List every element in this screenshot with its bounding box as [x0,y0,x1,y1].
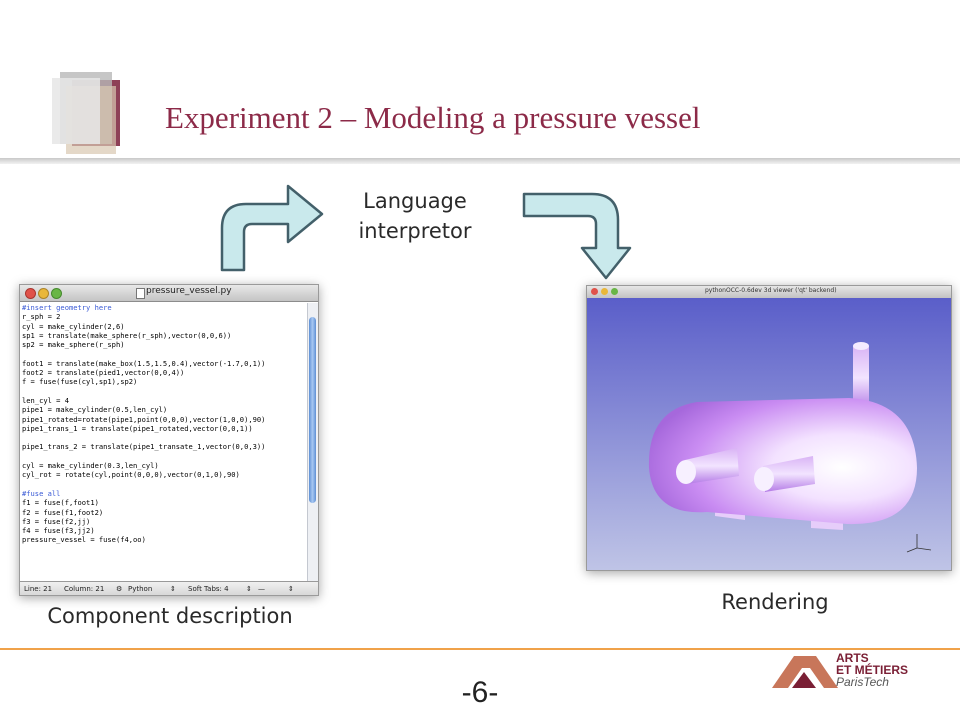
code-line: r_sph = 2 [22,312,61,322]
editor-statusbar: Line: 21 Column: 21 ⚙ Python ⇕ Soft Tabs… [20,581,318,595]
page-number: -6- [461,676,499,709]
3d-render-viewport[interactable] [587,298,951,570]
code-line: f = fuse(fuse(cyl,sp1),sp2) [22,377,138,387]
code-line: foot2 = translate(pied1,vector(0,0,4)) [22,368,185,378]
language-selector[interactable]: Python [128,585,153,593]
close-icon[interactable] [25,288,36,299]
code-line: cyl_rot = rotate(cyl,point(0,0,0),vector… [22,470,240,480]
code-line: pipe1_rotated=rotate(pipe1,point(0,0,0),… [22,414,266,424]
vessel-side-pipe-right [763,456,815,492]
minimize-icon[interactable] [38,288,49,299]
rendering-label: Rendering [721,590,829,614]
soft-tabs-selector[interactable]: Soft Tabs: 4 [188,585,229,593]
code-line: pipe1_trans_1 = translate(pipe1_rotated,… [22,423,253,433]
interpreter-label-line1: Language [363,189,467,213]
footer-divider [0,648,960,650]
code-line: f4 = fuse(f3,jj2) [22,526,95,536]
code-line: foot1 = translate(make_box(1.5,1.5,0.4),… [22,358,266,368]
code-line [22,433,306,442]
symbol-selector[interactable]: — [258,585,265,593]
viewer-window-title: pythonOCC-0.6dev 3d viewer ('qt' backend… [705,287,837,294]
axis-trihedron [906,534,932,553]
editor-window-title: pressure_vessel.py [146,286,232,296]
vessel-body [648,398,917,525]
code-line [22,480,306,489]
code-line: cyl = make_cylinder(2,6) [22,321,125,331]
logo-line3: ParisTech [836,675,889,689]
zoom-icon[interactable] [51,288,62,299]
close-icon[interactable] [591,288,598,295]
chevron-down-icon: ⇕ [246,585,252,593]
logo-line2: ET MÉTIERS [836,663,909,677]
logo-triangle-icon [772,656,838,688]
gear-icon[interactable]: ⚙ [116,585,123,593]
code-line: #fuse all [22,488,61,498]
code-line: sp2 = make_sphere(r_sph) [22,340,125,350]
code-line: cyl = make_cylinder(0.3,len_cyl) [22,461,159,471]
component-description-label: Component description [47,604,293,628]
code-line: f3 = fuse(f2,jj) [22,516,91,526]
arrow-to-interpreter-icon [220,184,324,272]
code-editor-window: pressure_vessel.py #insert geometry here… [19,284,319,596]
status-column: Column: 21 [64,585,105,593]
zoom-icon[interactable] [611,288,618,295]
vessel-side-pipe-left [685,448,739,484]
code-line: pipe1_trans_2 = translate(pipe1_transate… [22,442,266,452]
code-line [22,349,306,358]
vessel-vertical-pipe [853,346,869,410]
vertical-scrollbar[interactable] [307,303,318,581]
code-line: pressure_vessel = fuse(f4,oo) [22,535,146,545]
minimize-icon[interactable] [601,288,608,295]
logo-line1: ARTS [836,651,869,665]
arts-et-metiers-logo: ARTS ET MÉTIERS ParisTech [770,652,920,690]
code-line: len_cyl = 4 [22,395,69,405]
code-line: f2 = fuse(f1,foot2) [22,507,104,517]
code-line: pipe1 = make_cylinder(0.5,len_cyl) [22,405,168,415]
slide-title: Experiment 2 – Modeling a pressure vesse… [165,100,701,135]
code-line: #insert geometry here [22,303,112,312]
header-divider [0,158,960,164]
slide-logo-squares [52,72,120,154]
document-icon [136,288,145,299]
interpreter-label-line2: interpretor [358,219,472,243]
code-line: sp1 = translate(make_sphere(r_sph),vecto… [22,330,232,340]
code-line [22,452,306,461]
scrollbar-thumb[interactable] [309,317,316,503]
3d-viewer-window: pythonOCC-0.6dev 3d viewer ('qt' backend… [586,285,952,571]
code-line [22,387,306,396]
interpreter-label: Language interpretor [330,186,500,246]
arrow-to-rendering-icon [522,192,632,280]
editor-titlebar[interactable]: pressure_vessel.py [20,285,318,302]
chevron-down-icon: ⇕ [288,585,294,593]
code-line: f1 = fuse(f,foot1) [22,498,99,508]
chevron-down-icon: ⇕ [170,585,176,593]
status-line: Line: 21 [24,585,53,593]
